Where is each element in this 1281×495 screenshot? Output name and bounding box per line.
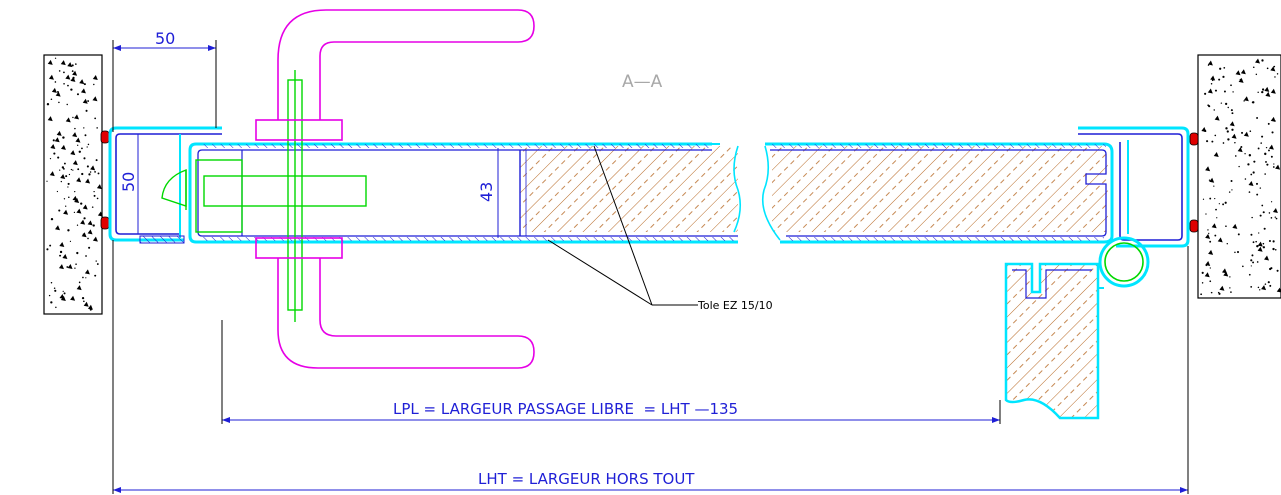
concrete-speckle — [1200, 58, 1281, 296]
note-leader — [547, 145, 698, 306]
lever-handle-icon — [255, 9, 535, 369]
note-sheet: Tole EZ 15/10 — [697, 299, 773, 312]
concrete-hatch-icon — [43, 54, 103, 315]
wood-hatch-icon — [520, 146, 738, 232]
right-wall — [1197, 54, 1281, 299]
red-seal-icon — [100, 130, 110, 144]
left-frame-profile — [108, 126, 222, 244]
wood-hatch-icon — [772, 146, 1108, 232]
lock-body — [161, 70, 367, 322]
red-seal-icon — [1189, 132, 1199, 146]
dim-leaf-thickness: 43 — [477, 182, 496, 202]
dimension-lines — [112, 40, 1189, 494]
door-leaf-right — [761, 142, 1114, 244]
seals — [100, 130, 1199, 233]
concrete-speckle — [46, 57, 103, 311]
section-label: A—A — [622, 72, 663, 92]
dim-clear-passage: LPL = LARGEUR PASSAGE LIBRE = LHT —135 — [393, 400, 738, 418]
door-leaf-left — [188, 142, 742, 244]
dim-top-width: 50 — [155, 29, 175, 48]
red-seal-icon — [1189, 219, 1199, 233]
wood-jamb — [1004, 262, 1100, 420]
dim-overall: LHT = LARGEUR HORS TOUT — [478, 470, 695, 488]
red-seal-icon — [100, 216, 110, 230]
left-wall — [43, 54, 103, 315]
dim-frame-height: 50 — [119, 172, 138, 192]
